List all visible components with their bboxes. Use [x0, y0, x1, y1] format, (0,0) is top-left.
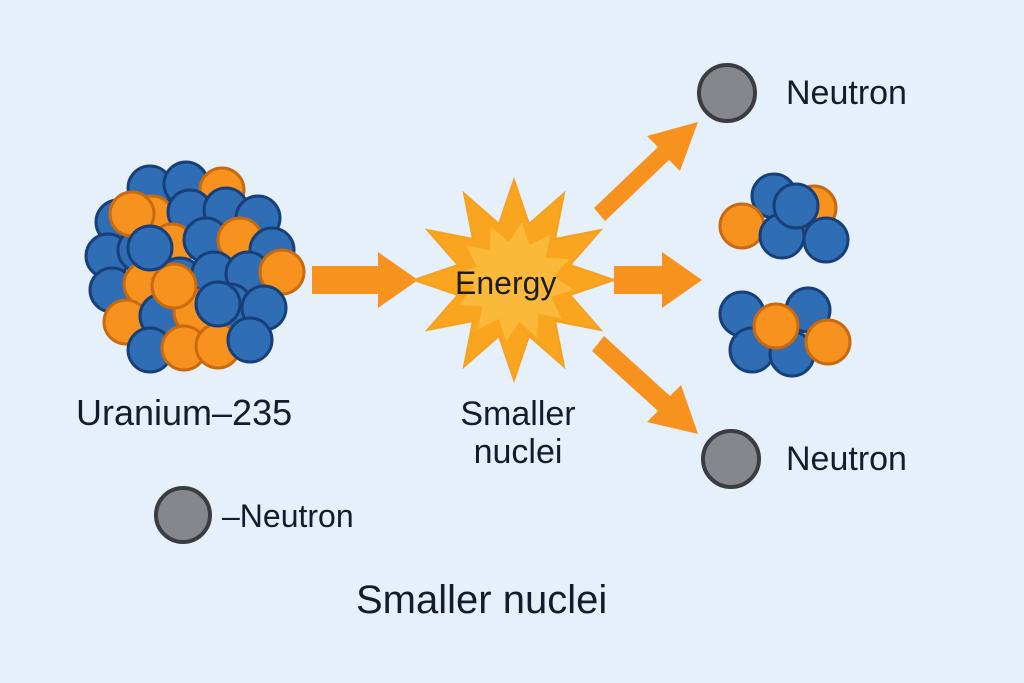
neutron-top-label: Neutron	[786, 74, 907, 112]
smaller-nuclei-bottom-label: Smaller nuclei	[356, 578, 608, 622]
smaller-nucleus-icon-upper	[718, 172, 850, 264]
energy-burst-icon	[410, 176, 618, 384]
nucleon-ball	[194, 280, 242, 328]
energy-label: Energy	[455, 265, 557, 301]
uranium-235-label: Uranium–235	[76, 392, 293, 433]
arrow-to-energy	[312, 252, 418, 308]
proton-ball	[718, 202, 766, 250]
neutron-icon-bottom	[701, 429, 761, 489]
neutron-icon-legend	[154, 486, 212, 544]
smaller-nuclei-mid-label: Smaller nuclei	[438, 395, 598, 471]
nucleon-ball	[772, 182, 820, 230]
arrow-to-fragments	[614, 252, 702, 308]
arrow-to-top-neutron	[594, 122, 698, 221]
proton-ball	[150, 262, 198, 310]
neutron-icon-top	[697, 63, 757, 123]
neutron-bottom-label: Neutron	[786, 440, 907, 478]
uranium-235-nucleus-icon	[84, 160, 306, 374]
nucleon-ball	[226, 316, 274, 364]
nucleon-ball	[126, 224, 174, 272]
neutron-legend-label: –Neutron	[222, 498, 354, 534]
proton-ball	[804, 318, 852, 366]
smaller-nucleus-icon-lower	[718, 286, 852, 378]
smaller-nuclei-mid-line1: Smaller	[460, 395, 576, 433]
proton-ball	[752, 302, 800, 350]
nucleon-ball	[802, 216, 850, 264]
arrow-to-bottom-neutron	[592, 336, 698, 434]
smaller-nuclei-mid-line2: nuclei	[473, 433, 563, 472]
